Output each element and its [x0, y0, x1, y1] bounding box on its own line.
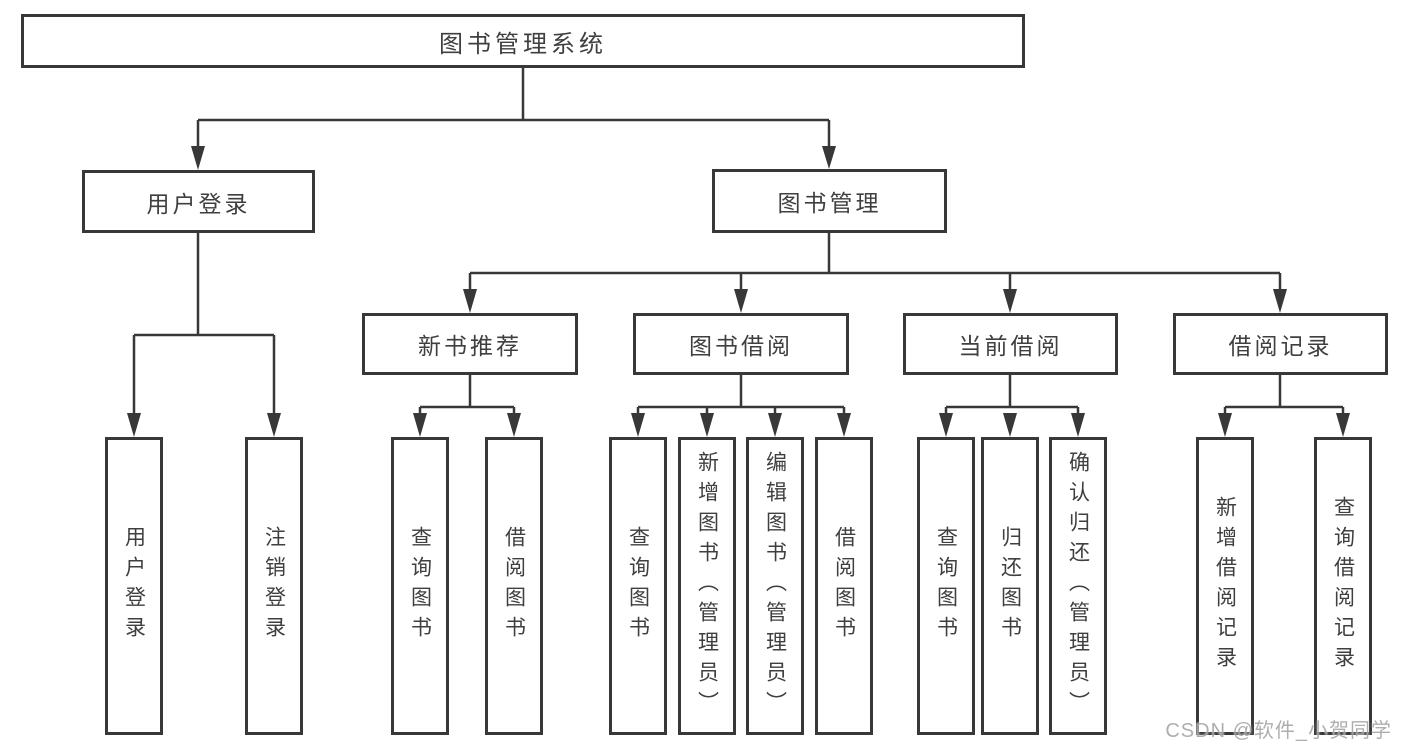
node-leaf-borrow-books-1: 借阅图书 [485, 437, 543, 735]
connector-book-management-to-level3 [463, 233, 1287, 313]
node-leaf-user-login: 用户登录 [105, 437, 163, 735]
node-leaf-edit-book-admin: 编辑图书（管理员） [746, 437, 804, 735]
node-leaf-confirm-return-admin: 确认归还（管理员） [1049, 437, 1107, 735]
node-leaf-query-books-3: 查询图书 [917, 437, 975, 735]
node-user-login: 用户登录 [82, 170, 315, 233]
connector-borrowing-records-to-leaves [1218, 375, 1350, 437]
connector-current-borrowing-to-leaves [939, 375, 1085, 437]
node-book-management: 图书管理 [712, 169, 947, 233]
csdn-watermark: CSDN @软件_小贺同学 [1165, 720, 1392, 742]
node-leaf-return-books: 归还图书 [981, 437, 1039, 735]
node-leaf-query-borrow-record: 查询借阅记录 [1314, 437, 1372, 735]
node-leaf-borrow-books-2: 借阅图书 [815, 437, 873, 735]
connector-root-to-level2 [191, 68, 836, 170]
node-borrowing-records: 借阅记录 [1173, 313, 1388, 375]
connector-user-login-to-leaves [127, 233, 281, 437]
node-current-borrowing: 当前借阅 [903, 313, 1118, 375]
node-leaf-query-books-1: 查询图书 [391, 437, 449, 735]
connector-new-book-recommendation-to-leaves [413, 375, 521, 437]
node-book-borrowing: 图书借阅 [633, 313, 849, 375]
connector-book-borrowing-to-leaves [631, 375, 851, 437]
node-leaf-add-book-admin: 新增图书（管理员） [678, 437, 736, 735]
node-leaf-logout: 注销登录 [245, 437, 303, 735]
node-leaf-query-books-2: 查询图书 [609, 437, 667, 735]
node-new-book-recommendation: 新书推荐 [362, 313, 578, 375]
node-leaf-add-borrow-record: 新增借阅记录 [1196, 437, 1254, 735]
node-library-management-system: 图书管理系统 [21, 14, 1025, 68]
